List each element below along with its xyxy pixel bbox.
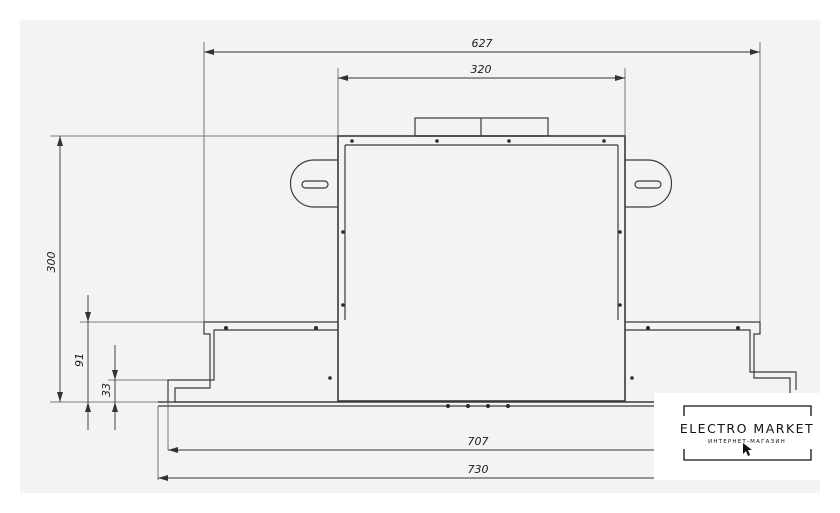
dimension-label-730: 730 bbox=[468, 463, 489, 476]
screw bbox=[328, 376, 332, 380]
logo-tagline: ИНТЕРНЕТ-МАГАЗИН bbox=[708, 439, 786, 445]
arrow-320-right bbox=[615, 75, 625, 81]
left-mounting-bracket bbox=[289, 159, 338, 208]
dimension-label-91: 91 bbox=[73, 353, 86, 367]
left-step-shelf-inner bbox=[167, 329, 338, 402]
logo-frame-bottom bbox=[683, 449, 812, 461]
control-button bbox=[446, 404, 450, 408]
control-button bbox=[486, 404, 490, 408]
screw bbox=[224, 326, 228, 330]
right-bracket-slot bbox=[634, 180, 662, 189]
arrow-300-bottom bbox=[57, 392, 63, 402]
arrow-627-left bbox=[204, 49, 214, 55]
screw bbox=[646, 326, 650, 330]
logo-background bbox=[654, 393, 840, 480]
left-bracket-slot bbox=[301, 180, 329, 189]
screw bbox=[602, 139, 606, 143]
arrow-33-bottom bbox=[112, 402, 118, 412]
dimension-label-300: 300 bbox=[45, 252, 58, 273]
arrow-33-top bbox=[112, 370, 118, 380]
dimension-label-33: 33 bbox=[100, 383, 113, 397]
arrow-627-right bbox=[750, 49, 760, 55]
control-button bbox=[466, 404, 470, 408]
screw bbox=[736, 326, 740, 330]
screw bbox=[630, 376, 634, 380]
arrow-730-left bbox=[158, 475, 168, 481]
right-step-shelf-inner bbox=[625, 329, 797, 390]
screw bbox=[435, 139, 439, 143]
dimension-label-627: 627 bbox=[472, 37, 493, 50]
logo-frame-top bbox=[683, 405, 812, 416]
screw bbox=[314, 326, 318, 330]
screw bbox=[507, 139, 511, 143]
right-mounting-bracket bbox=[625, 159, 673, 208]
arrow-91-bottom bbox=[85, 402, 91, 412]
control-button bbox=[506, 404, 510, 408]
dimension-label-320: 320 bbox=[471, 63, 492, 76]
arrow-91-top bbox=[85, 312, 91, 322]
cursor-icon bbox=[743, 443, 752, 456]
dimension-label-707: 707 bbox=[468, 435, 489, 448]
screw bbox=[341, 230, 345, 234]
screw bbox=[341, 303, 345, 307]
arrow-320-left bbox=[338, 75, 348, 81]
screw bbox=[350, 139, 354, 143]
electro-market-logo: ELECTRO MARKET ИНТЕРНЕТ-МАГАЗИН bbox=[654, 393, 840, 480]
screw bbox=[618, 303, 622, 307]
arrow-707-left bbox=[168, 447, 178, 453]
logo-brand-name: ELECTRO MARKET bbox=[680, 421, 814, 436]
screw bbox=[618, 230, 622, 234]
arrow-300-top bbox=[57, 136, 63, 146]
